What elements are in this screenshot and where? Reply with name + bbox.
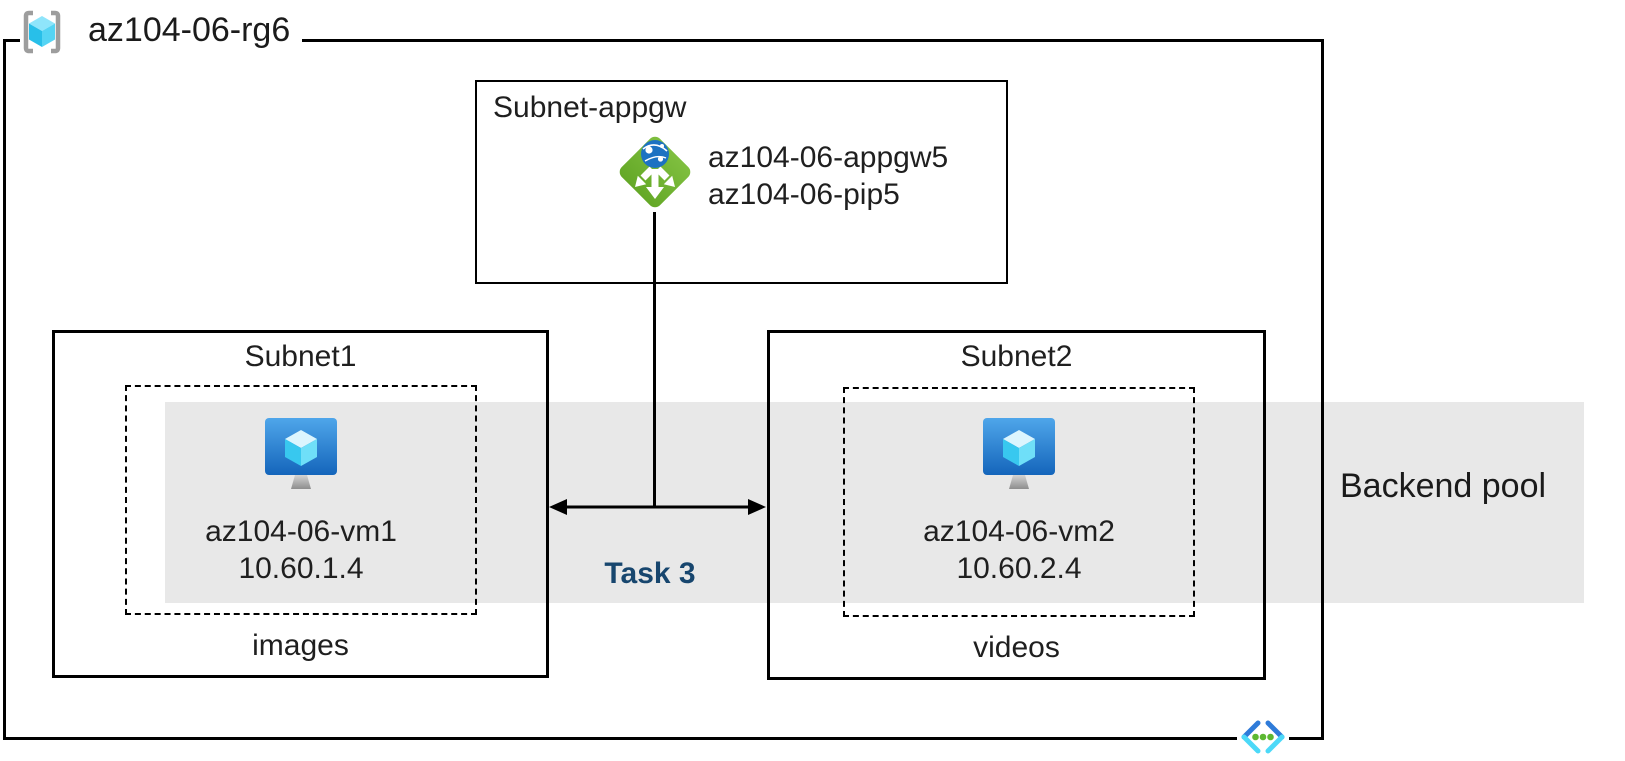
subnet2-vm-group	[843, 387, 1195, 617]
resource-group-icon	[23, 10, 61, 54]
subnet2-box: Subnet2	[767, 330, 1266, 680]
vm1-name: az104-06-vm1	[205, 515, 397, 548]
vm2-labels: az104-06-vm2 10.60.2.4	[843, 513, 1195, 587]
subnet-appgw-box: Subnet-appgw	[475, 80, 1008, 284]
vm2-ip: 10.60.2.4	[956, 552, 1082, 585]
virtual-machine-icon	[983, 418, 1055, 489]
subnet1-vm-group	[125, 385, 477, 615]
subnet2-storage-label: videos	[973, 631, 1060, 664]
vm1-ip: 10.60.1.4	[238, 552, 364, 585]
resource-group-label: az104-06-rg6	[88, 11, 291, 49]
resource-group-border-segment	[3, 39, 20, 42]
subnet-double-arrow	[549, 499, 766, 515]
application-gateway-name: az104-06-appgw5	[708, 141, 949, 174]
resource-group-box	[3, 39, 1324, 740]
public-ip-name: az104-06-pip5	[708, 178, 900, 211]
resource-group-border-segment	[302, 39, 1324, 42]
gateway-connector-line	[653, 212, 656, 508]
subnet1-title: Subnet1	[244, 340, 357, 373]
subnet1-box: Subnet1	[52, 330, 549, 678]
vm2-name: az104-06-vm2	[923, 515, 1115, 548]
vm1-labels: az104-06-vm1 10.60.1.4	[125, 513, 477, 587]
virtual-machine-icon	[265, 418, 337, 489]
subnet1-storage-label: images	[252, 629, 349, 662]
subnet-appgw-title: Subnet-appgw	[493, 91, 687, 124]
application-gateway-labels: az104-06-appgw5 az104-06-pip5	[708, 139, 948, 213]
task-label: Task 3	[604, 557, 696, 590]
virtual-network-icon	[1237, 716, 1289, 758]
application-gateway-icon	[619, 136, 691, 208]
subnet2-title: Subnet2	[960, 340, 1073, 373]
backend-pool-band	[165, 402, 1584, 603]
backend-pool-label: Backend pool	[1340, 467, 1547, 505]
